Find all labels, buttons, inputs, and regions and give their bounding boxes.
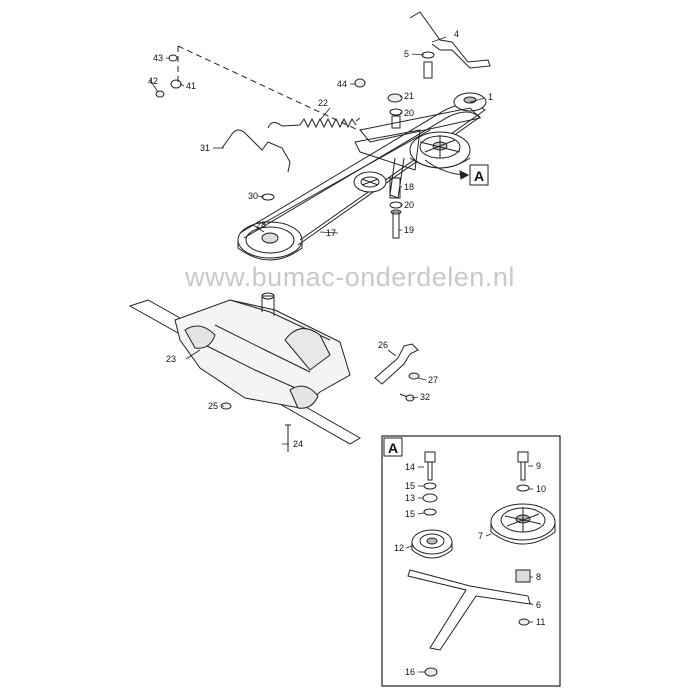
callout-20-lower: 20 [404, 200, 414, 210]
transaxle-23 [128, 292, 361, 445]
callout-30: 30 [248, 191, 258, 201]
callout-14: 14 [405, 462, 415, 472]
callout-17: 17 [326, 228, 336, 238]
callout-27: 27 [428, 375, 438, 385]
callout-12: 12 [394, 543, 404, 553]
callout-7: 7 [478, 531, 483, 541]
hardware-5 [421, 51, 435, 79]
hardware-44 [354, 78, 366, 88]
idler-pulley [353, 171, 387, 193]
callout-19: 19 [404, 225, 414, 235]
callout-10: 10 [536, 484, 546, 494]
callout-25: 25 [208, 401, 218, 411]
callout-18: 18 [404, 182, 414, 192]
callout-32: 32 [420, 392, 430, 402]
callout-22: 22 [318, 98, 328, 108]
watermark-text: www.bumac-onderdelen.nl [185, 262, 515, 292]
bolts-24-25-27-32 [220, 372, 420, 452]
detail-box-letter: A [388, 440, 398, 456]
callout-20-upper: 20 [404, 108, 414, 118]
callout-9: 9 [536, 461, 541, 471]
leader-lines [149, 36, 486, 445]
callout-21: 21 [404, 91, 414, 101]
callout-43: 43 [153, 53, 163, 63]
bracket-26 [374, 343, 419, 385]
callout-15-upper: 15 [405, 481, 415, 491]
callout-4: 4 [454, 29, 459, 39]
callout-6: 6 [536, 600, 541, 610]
callout-5: 5 [404, 49, 409, 59]
callout-23: 23 [166, 354, 176, 364]
detail-box-a [381, 435, 561, 687]
callout-26: 26 [378, 340, 388, 350]
callout-11: 11 [536, 617, 545, 627]
detail-a-reference-letter: A [474, 168, 484, 184]
callout-15-lower: 15 [405, 509, 415, 519]
callout-16: 16 [405, 667, 415, 677]
callout-28: 28 [256, 220, 266, 230]
rod-4 [409, 11, 491, 69]
callout-13: 13 [405, 493, 415, 503]
callout-1: 1 [488, 92, 493, 102]
callout-42: 42 [148, 76, 158, 86]
callout-8: 8 [536, 572, 541, 582]
hardware-21-20 [387, 93, 403, 129]
callout-31: 31 [200, 143, 210, 153]
detail-a-reference [424, 159, 489, 186]
callout-24: 24 [293, 439, 303, 449]
pulley-28 [237, 221, 303, 261]
callout-41: 41 [186, 81, 196, 91]
callout-44: 44 [337, 79, 347, 89]
spring-22 [267, 117, 361, 129]
upper-pulley-assembly [354, 92, 487, 199]
rod-31 [221, 129, 291, 173]
